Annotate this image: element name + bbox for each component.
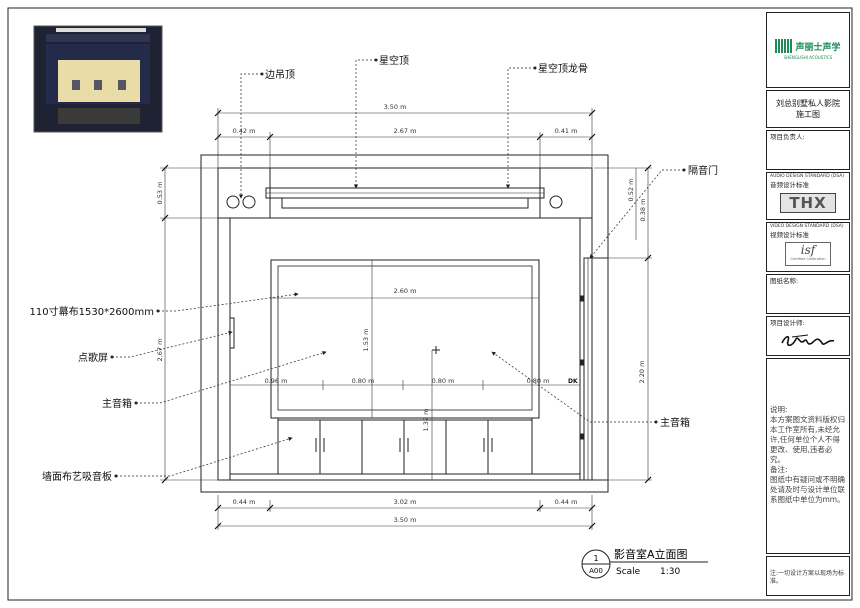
company-logo: 声丽士声学 SHENGLISHI ACOUSTICS [766, 12, 850, 88]
video-standard-en: VIDEO DESIGN STANDARD (DSA) [770, 224, 844, 229]
dim-right-main: 2.20 m [638, 361, 646, 384]
isf-logo: isf Certified Calibration [785, 241, 831, 266]
thx-logo: THX [780, 192, 836, 213]
title-text: 影音室A立面图 [614, 547, 688, 561]
dim-left-top: 0.53 m [156, 182, 164, 205]
dim-right-top-outer: 0.52 m [627, 179, 635, 202]
dim-screen-height: 1.53 m [362, 329, 370, 352]
dim-top-total: 3.50 m [384, 103, 407, 111]
project-name-box: 刘总别墅私人影院施工图 [766, 90, 850, 128]
logo-text: 声丽士声学 [795, 42, 841, 53]
manager-box: 项目负责人: [766, 130, 850, 170]
dim-top-right: 0.41 m [555, 127, 578, 135]
dim-top-mid: 2.67 m [394, 127, 417, 135]
footer-text: 注:一切设计方案以现场为标准。 [770, 570, 845, 585]
isf-subtext: Certified Calibration [790, 256, 826, 261]
callout-fabric-panel: 墙面布艺吸音板 [42, 470, 112, 483]
video-standard: 视频设计标准 [770, 230, 809, 239]
callout-main-speaker-right: 主音箱 [660, 416, 690, 429]
drawing-title: 1 A00 影音室A立面图 Scale 1:30 [581, 547, 708, 579]
dim-bottom-right: 0.44 m [555, 498, 578, 506]
notes-text: 说明: 本方案图文资料版权归本工作室所有,未经允许,任何单位个人不得更改、使用,… [770, 405, 845, 504]
dim-bottom-mid: 3.02 m [394, 498, 417, 506]
audio-standard-en: AUDIO DESIGN STANDARD (DSA) [770, 174, 845, 179]
callout-sound-door: 隔音门 [688, 164, 718, 177]
designer-box: 项目设计师: [766, 316, 850, 356]
dim-right-top-inner: 0.38 m [639, 199, 647, 222]
drawing-name-label: 图纸名称: [770, 277, 799, 285]
project-name: 刘总别墅私人影院施工图 [776, 99, 840, 119]
notes-box: 说明: 本方案图文资料版权归本工作室所有,未经允许,任何单位个人不得更改、使用,… [766, 358, 850, 554]
dim-bottom-left: 0.44 m [233, 498, 256, 506]
dim-screen-base: 1.32 m [422, 409, 430, 432]
callout-main-speaker-left: 主音箱 [102, 397, 132, 410]
dimension-lines [160, 108, 652, 530]
footer-box: 注:一切设计方案以现场为标准。 [766, 556, 850, 596]
logo-subtext: SHENGLISHI ACOUSTICS [783, 55, 833, 60]
callout-star-keel: 星空顶龙骨 [538, 62, 588, 75]
callout-star-ceiling: 星空顶 [379, 54, 409, 67]
designer-signature [781, 334, 835, 347]
isf-text: isf [800, 242, 816, 257]
dimension-ticks [161, 109, 652, 530]
title-sheet: A00 [589, 567, 603, 575]
projection-screen [270, 259, 540, 419]
sheet-border [7, 7, 853, 601]
manager-label: 项目负责人: [770, 133, 805, 141]
callout-leaders [112, 59, 684, 477]
title-number: 1 [593, 554, 598, 563]
ceiling-light-right [242, 195, 256, 209]
dim-top-left: 0.42 m [233, 127, 256, 135]
sound-door [583, 257, 609, 481]
dim-speaker-2: 0.80 m [432, 377, 455, 385]
dim-screen-width: 2.60 m [394, 287, 417, 295]
karaoke-screen [229, 317, 235, 349]
callout-screen: 110寸幕布1530*2600mm [30, 305, 154, 318]
callout-karaoke-screen: 点歌屏 [78, 351, 108, 364]
dim-speaker-left: 0.96 m [265, 377, 288, 385]
drawing-name-box: 图纸名称: [766, 274, 850, 314]
designer-label: 项目设计师: [770, 319, 805, 327]
audio-standard: 音频设计标准 [770, 180, 809, 189]
audio-standard-box: AUDIO DESIGN STANDARD (DSA) 音频设计标准 THX [766, 172, 850, 220]
dim-bottom-total: 3.50 m [394, 516, 417, 524]
thumbnail-preview [33, 25, 163, 133]
ceiling-light-left [226, 195, 240, 209]
title-scale-label: Scale [616, 567, 641, 577]
title-scale-value: 1:30 [660, 567, 680, 577]
dim-speaker-1: 0.80 m [352, 377, 375, 385]
door-mark: DK [568, 378, 578, 385]
callout-side-ceiling: 边吊顶 [265, 69, 295, 81]
logo-bars-icon [775, 39, 794, 53]
room-elevation [200, 154, 609, 493]
speaker-cabinet [277, 417, 533, 475]
video-standard-box: VIDEO DESIGN STANDARD (DSA) 视频设计标准 isf C… [766, 222, 850, 272]
dim-speaker-right: 0.80 m [527, 377, 550, 385]
